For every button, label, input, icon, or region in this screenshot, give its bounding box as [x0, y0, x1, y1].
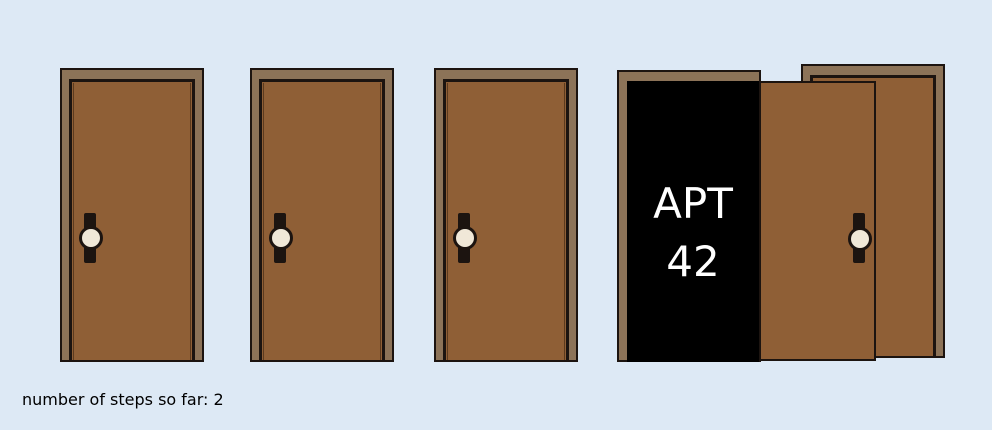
door-4-open-leaf: [759, 81, 876, 361]
door-1-knob-icon: [79, 226, 103, 250]
steps-counter: number of steps so far: 2: [22, 390, 224, 409]
door-3-knob-icon: [453, 226, 477, 250]
door-2-knob-icon: [269, 226, 293, 250]
apartment-doorway: APT 42: [627, 81, 759, 362]
door-1[interactable]: [60, 68, 204, 362]
door-4-knob-icon: [848, 227, 872, 251]
door-3[interactable]: [434, 68, 578, 362]
apartment-sign-line2: 42: [666, 237, 720, 286]
apartment-sign-line1: APT: [653, 179, 733, 228]
apartment-sign: APT 42: [627, 175, 759, 291]
door-2[interactable]: [250, 68, 394, 362]
door-4[interactable]: APT 42: [617, 64, 945, 362]
